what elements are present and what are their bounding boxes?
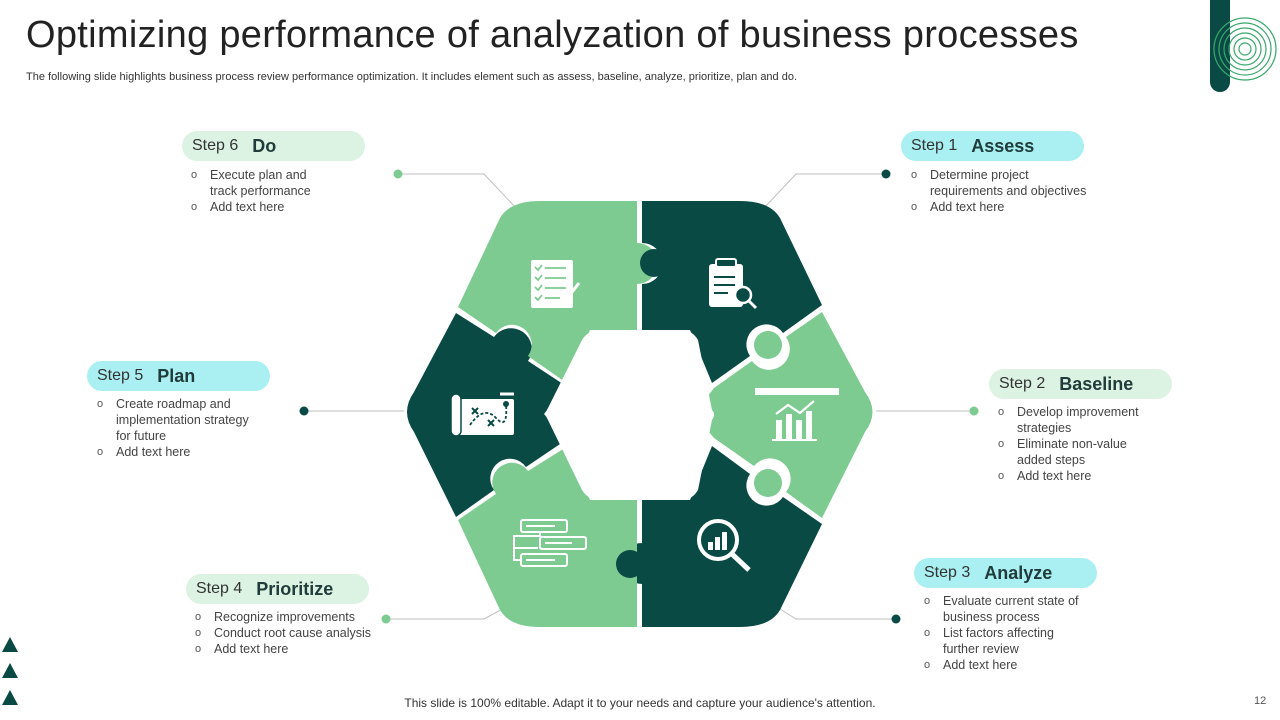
bullet-item: Add text here xyxy=(191,199,311,215)
step-pill-baseline: Step 2 Baseline xyxy=(989,369,1172,399)
step-pill-plan: Step 5 Plan xyxy=(87,361,270,391)
clipboard-search-icon xyxy=(709,258,758,310)
step-details-prioritize: Recognize improvements Conduct root caus… xyxy=(195,609,371,657)
puzzle-knob xyxy=(498,469,526,497)
step-name: Prioritize xyxy=(256,578,334,599)
triangle-decor-icon xyxy=(2,637,18,652)
concentric-rings-icon xyxy=(1213,17,1277,81)
connector-dots xyxy=(299,169,979,624)
puzzle-knob xyxy=(616,550,644,578)
triangle-decor-icon xyxy=(2,663,18,678)
puzzle-segment-analyze xyxy=(621,446,822,627)
center-hole xyxy=(546,330,714,500)
bullet-item: Add text here xyxy=(924,657,1079,673)
bar-chart-trend-icon xyxy=(755,388,839,441)
puzzle-knob xyxy=(640,249,668,277)
step-number: Step 5 xyxy=(97,367,144,384)
step-number: Step 2 xyxy=(999,375,1046,392)
step-number: Step 3 xyxy=(924,564,971,581)
puzzle-knob xyxy=(754,469,782,497)
step-number: Step 4 xyxy=(196,580,243,597)
triangle-decor-icon xyxy=(2,690,18,705)
step-name: Baseline xyxy=(1059,373,1134,394)
step-number: Step 1 xyxy=(911,137,958,154)
step-pill-analyze: Step 3 Analyze xyxy=(914,558,1097,588)
puzzle-knob xyxy=(498,331,526,359)
roadmap-icon xyxy=(450,392,514,437)
bullet-item: Add text here xyxy=(195,641,371,657)
step-name: Do xyxy=(252,135,277,156)
magnifier-chart-icon xyxy=(697,519,751,572)
bullet-item: Add text here xyxy=(911,199,1086,215)
bullet-item: Add text here xyxy=(998,468,1139,484)
step-name: Assess xyxy=(971,135,1035,156)
puzzle-segment-baseline xyxy=(694,312,873,518)
step-number: Step 6 xyxy=(192,137,239,154)
bullet-item: Conduct root cause analysis xyxy=(195,625,371,641)
checklist-pen-icon xyxy=(531,260,581,308)
bullet-item: Recognize improvements xyxy=(195,609,371,625)
decorative-bar xyxy=(1210,0,1230,92)
bullet-item: Add text here xyxy=(97,444,249,460)
step-pill-do: Step 6 Do xyxy=(182,131,365,161)
slide-title: Optimizing performance of analyzation of… xyxy=(26,14,1079,56)
page-number: 12 xyxy=(1254,695,1267,707)
step-name: Plan xyxy=(157,365,196,386)
step-pill-assess: Step 1 Assess xyxy=(901,131,1084,161)
priority-list-icon xyxy=(513,519,587,567)
slide-subtitle: The following slide highlights business … xyxy=(26,71,798,83)
puzzle-knob xyxy=(754,331,782,359)
step-name: Analyze xyxy=(984,562,1053,583)
step-pill-prioritize: Step 4 Prioritize xyxy=(186,574,369,604)
footer-note: This slide is 100% editable. Adapt it to… xyxy=(404,696,876,710)
